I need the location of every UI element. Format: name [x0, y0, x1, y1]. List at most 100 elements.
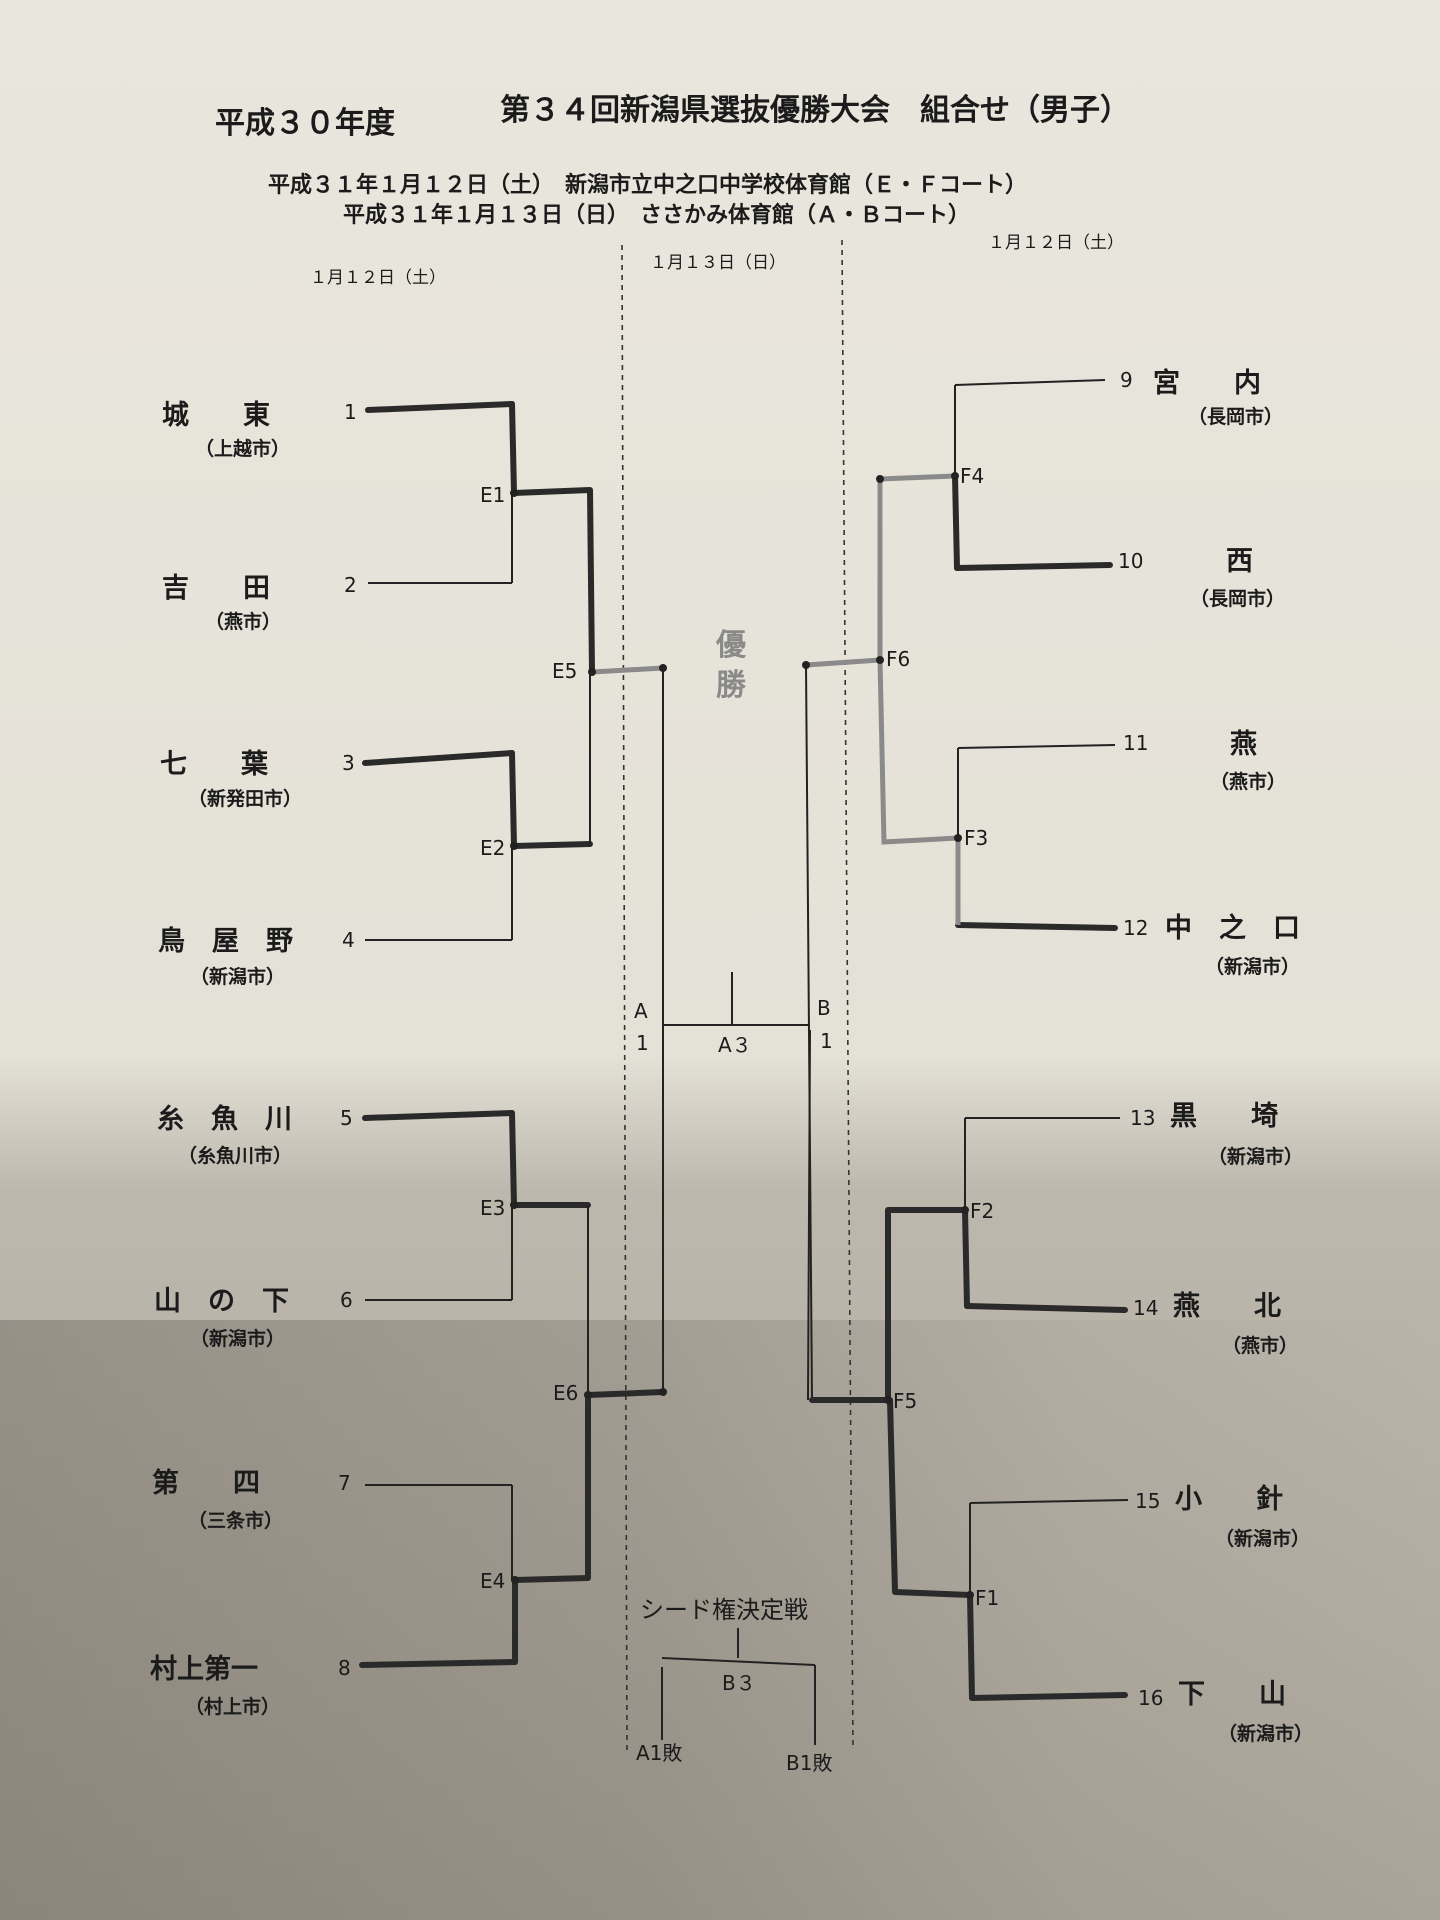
team-city: （長岡市）: [1188, 405, 1283, 428]
match-label-a1-letter: A: [634, 999, 648, 1023]
left-team-6: 山 の 下 （新潟市） 6: [154, 1286, 353, 1350]
match-label-b1-letter: B: [817, 996, 831, 1020]
day-label-right: １月１２日（土）: [988, 233, 1124, 253]
header-title: 第３４回新潟県選抜優勝大会 組合せ（男子）: [500, 93, 1130, 128]
e5-end-dot: [659, 664, 667, 672]
final-a3-lines: [663, 972, 810, 1026]
left-team-5: 糸 魚 川 （糸魚川市） 5: [157, 1103, 353, 1167]
team-city: （糸魚川市）: [178, 1144, 292, 1167]
match-label-a1-number: 1: [636, 1031, 649, 1055]
team-city: （新潟市）: [1208, 1145, 1303, 1168]
left-team-8: 村上第一 （村上市） 8: [150, 1653, 351, 1718]
team-seed-number: 7: [338, 1471, 351, 1495]
divider-right: [841, 239, 854, 1751]
team-name: 吉 田: [162, 573, 270, 604]
team-seed-number: 4: [342, 928, 355, 952]
team-city: （三条市）: [188, 1509, 283, 1532]
team-name: 宮 内: [1153, 367, 1261, 399]
right-team-12: 12 中 之 口 （新潟市）: [1123, 912, 1300, 978]
seed-playoff-title: シード権決定戦: [640, 1596, 808, 1624]
match-code-e2: E2: [480, 836, 505, 860]
team-seed-number: 15: [1135, 1489, 1160, 1513]
team-seed-number: 13: [1130, 1106, 1155, 1130]
header-year: 平成３０年度: [215, 106, 395, 141]
team-seed-number: 9: [1120, 368, 1133, 392]
header-schedule-2: 平成３１年１月１３日（日） ささかみ体育館（Ａ・Ｂコート）: [343, 202, 970, 228]
team-seed-number: 14: [1133, 1296, 1158, 1320]
e3-dot: [510, 1201, 518, 1209]
f2-dot: [961, 1206, 969, 1214]
right-team-14: 14 燕 北 （燕市）: [1133, 1291, 1298, 1357]
match-code-e1: E1: [480, 483, 505, 507]
team-seed-number: 2: [344, 573, 357, 597]
team-name: 第 四: [152, 1467, 260, 1499]
f4-end-dot: [876, 475, 884, 483]
team-seed-number: 12: [1123, 916, 1148, 940]
team-city: （新潟市）: [1218, 1722, 1313, 1745]
team-seed-number: 8: [338, 1656, 351, 1680]
right-team-10: 10 西 （長岡市）: [1118, 546, 1285, 610]
team-city: （燕市）: [205, 610, 281, 633]
a1-loser-label: A1敗: [636, 1741, 682, 1765]
team-seed-number: 11: [1123, 731, 1148, 755]
team-city: （上越市）: [195, 437, 290, 460]
left-bracket-lines: [359, 401, 666, 1668]
e6-dot: [584, 1391, 592, 1399]
team-city: （新潟市）: [1215, 1527, 1310, 1550]
match-code-e4: E4: [480, 1569, 505, 1593]
match-label-b1-number: 1: [820, 1029, 833, 1053]
match-label-b3: B３: [722, 1671, 756, 1695]
left-team-1: 城 東 （上越市） 1: [162, 400, 357, 460]
match-code-e5: E5: [552, 659, 577, 683]
left-team-7: 第 四 （三条市） 7: [152, 1467, 351, 1532]
e6-end-dot: [659, 1388, 667, 1396]
team-name: 七 葉: [160, 749, 269, 780]
photo-shadow: [0, 1320, 1440, 1920]
e5-dot: [588, 668, 596, 676]
team-city: （村上市）: [185, 1695, 280, 1718]
left-team-2: 吉 田 （燕市） 2: [162, 573, 357, 633]
team-name: 中 之 口: [1165, 912, 1300, 944]
day-label-left: １月１２日（土）: [310, 268, 446, 288]
e4-dot: [511, 1576, 519, 1584]
right-team-13: 13 黒 埼 （新潟市）: [1130, 1101, 1303, 1168]
team-seed-number: 10: [1118, 549, 1143, 573]
seed-playoff-lines: [661, 1628, 816, 1745]
left-team-3: 七 葉 （新発田市） 3: [160, 749, 355, 810]
team-name: 城 東: [162, 400, 270, 431]
divider-left: [621, 244, 628, 1751]
team-seed-number: 5: [340, 1106, 353, 1130]
team-seed-number: 3: [342, 751, 355, 775]
team-city: （新潟市）: [190, 1327, 285, 1350]
day-label-center: １月１３日（日）: [650, 253, 786, 273]
champion-char-2: 勝: [716, 668, 747, 703]
team-seed-number: 6: [340, 1288, 353, 1312]
e2-dot: [510, 842, 518, 850]
team-name: 燕: [1230, 729, 1257, 760]
team-name: 村上第一: [150, 1653, 258, 1685]
match-code-e3: E3: [480, 1196, 505, 1220]
match-label-a3: A３: [718, 1033, 752, 1057]
team-name: 鳥 屋 野: [158, 926, 293, 957]
team-name: 黒 埼: [1170, 1101, 1278, 1132]
right-team-15: 15 小 針 （新潟市）: [1135, 1483, 1310, 1550]
team-city: （長岡市）: [1190, 587, 1285, 610]
team-city: （新潟市）: [190, 965, 285, 988]
team-seed-number: 1: [344, 400, 357, 424]
team-name: 西: [1226, 546, 1253, 577]
champion-char-1: 優: [715, 628, 747, 663]
match-code-f2: F2: [970, 1199, 994, 1223]
b1-loser-label: B1敗: [786, 1751, 832, 1775]
match-code-f5: F5: [893, 1389, 917, 1413]
team-city: （燕市）: [1222, 1334, 1298, 1357]
left-team-4: 鳥 屋 野 （新潟市） 4: [158, 926, 355, 988]
f1-dot: [966, 1591, 974, 1599]
f4-dot: [951, 472, 959, 480]
right-team-9: 9 宮 内 （長岡市）: [1120, 367, 1283, 428]
team-city: （燕市）: [1210, 770, 1286, 793]
right-team-16: 16 下 山 （新潟市）: [1138, 1679, 1313, 1745]
header-schedule-1: 平成３１年１月１２日（土） 新潟市立中之口中学校体育館（Ｅ・Ｆコート）: [268, 172, 1027, 198]
match-code-e6: E6: [553, 1381, 578, 1405]
